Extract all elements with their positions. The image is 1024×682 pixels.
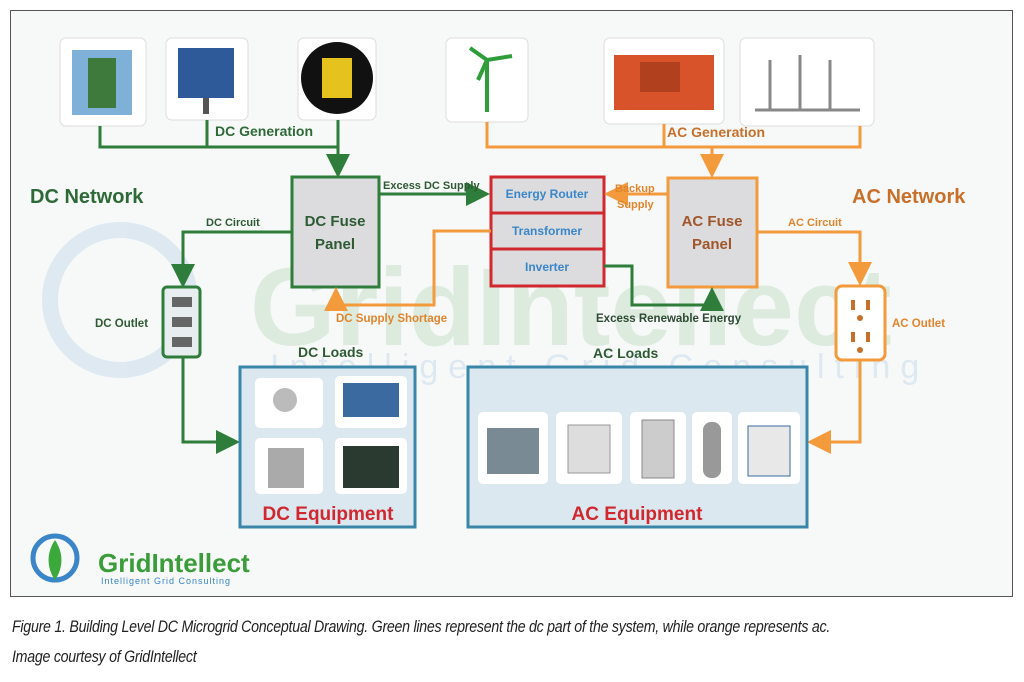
figure-credit: Image courtesy of GridIntellect bbox=[12, 648, 197, 666]
svg-text:AC Fuse: AC Fuse bbox=[682, 213, 743, 230]
svg-text:Panel: Panel bbox=[315, 236, 355, 253]
excess-dc-supply-label: Excess DC Supply bbox=[383, 180, 480, 192]
gridintellect-logo: GridIntellect Intelligent Grid Consultin… bbox=[30, 533, 250, 586]
ac-outlet-label: AC Outlet bbox=[892, 318, 945, 330]
ac-generation-label: AC Generation bbox=[667, 124, 765, 140]
battery-icon bbox=[297, 37, 377, 121]
svg-text:AC Equipment: AC Equipment bbox=[572, 504, 704, 525]
backup-supply-label: Backup bbox=[615, 183, 655, 195]
dc-loads-label: DC Loads bbox=[298, 344, 364, 360]
svg-text:DC Equipment: DC Equipment bbox=[263, 504, 395, 525]
ac-outlet bbox=[834, 284, 887, 362]
energy-router-stack: Energy Router Transformer Inverter bbox=[489, 175, 606, 288]
excess-renewable-energy-label: Excess Renewable Energy bbox=[596, 313, 742, 325]
svg-text:Intelligent Grid Consulting: Intelligent Grid Consulting bbox=[101, 576, 231, 586]
ac-loads-label: AC Loads bbox=[593, 345, 659, 361]
ac-sources bbox=[445, 37, 875, 127]
fuel-cell-icon bbox=[59, 37, 147, 127]
dc-outlet bbox=[161, 285, 202, 359]
usb-port-icon bbox=[172, 337, 192, 347]
transformer-box bbox=[489, 211, 606, 251]
svg-text:GridIntellect: GridIntellect bbox=[98, 548, 250, 578]
svg-text:Energy Router: Energy Router bbox=[506, 187, 589, 201]
generator-icon bbox=[603, 37, 725, 125]
utility-substation-icon bbox=[739, 37, 875, 127]
svg-text:Transformer: Transformer bbox=[512, 224, 582, 238]
dc-fuse-panel: DC Fuse Panel bbox=[290, 175, 381, 289]
ac-network-label: AC Network bbox=[852, 186, 966, 208]
ac-circuit-label: AC Circuit bbox=[788, 217, 842, 229]
dc-outlet-label: DC Outlet bbox=[95, 318, 148, 330]
dc-network-label: DC Network bbox=[30, 186, 144, 208]
usb-port-icon bbox=[172, 297, 192, 307]
svg-text:DC Fuse: DC Fuse bbox=[305, 213, 366, 230]
inverter-box bbox=[489, 247, 606, 288]
wind-turbine-icon bbox=[445, 37, 529, 123]
dc-sources bbox=[59, 37, 377, 127]
ac-fuse-panel: AC Fuse Panel bbox=[666, 176, 759, 289]
solar-panel-icon bbox=[165, 37, 249, 121]
dc-generation-label: DC Generation bbox=[215, 123, 313, 139]
dc-circuit-label: DC Circuit bbox=[206, 217, 260, 229]
dc-supply-shortage-label: DC Supply Shortage bbox=[336, 313, 447, 325]
ac-equipment-box: AC Equipment bbox=[466, 365, 809, 529]
svg-text:Inverter: Inverter bbox=[525, 260, 569, 274]
dc-equipment-box: DC Equipment bbox=[238, 365, 417, 529]
svg-text:Panel: Panel bbox=[692, 236, 732, 253]
usb-port-icon bbox=[172, 317, 192, 327]
svg-text:Supply: Supply bbox=[617, 199, 655, 211]
figure-caption: Figure 1. Building Level DC Microgrid Co… bbox=[12, 618, 831, 636]
